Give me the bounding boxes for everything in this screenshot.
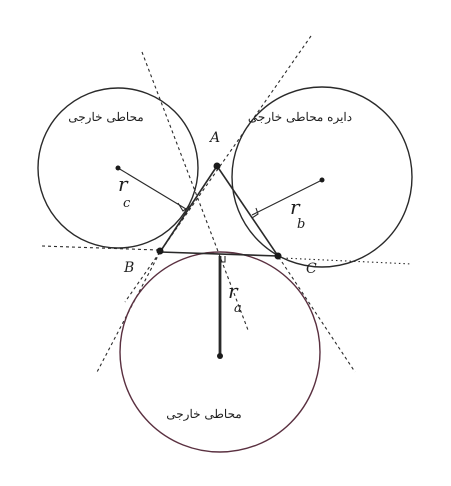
right-excircle-caption: دایره محاطی خارجی xyxy=(248,110,352,124)
side-bc xyxy=(159,251,279,257)
radius-ra-subscript: a xyxy=(234,301,242,316)
radius-rc-subscript: c xyxy=(123,196,131,211)
vertex-a-point xyxy=(213,162,221,170)
line-bc-extended xyxy=(41,245,159,251)
side-ab xyxy=(159,165,218,253)
vertex-b-label: B xyxy=(123,260,134,276)
right-angle-mark-bottom xyxy=(220,256,226,263)
radius-ra-symbol: r xyxy=(228,279,239,303)
excenter-right-point xyxy=(319,177,325,183)
excircle-bottom xyxy=(119,251,321,453)
vertex-c-label: C xyxy=(306,261,317,277)
line-ac-lower-extension xyxy=(271,246,356,373)
bottom-excircle-caption: محاطی خارجی xyxy=(166,407,242,421)
vertex-a-label: A xyxy=(208,130,220,146)
right-angle-mark-right xyxy=(251,207,259,219)
vertex-b-point xyxy=(156,247,164,255)
excircle-left xyxy=(37,87,199,249)
radius-rb-segment xyxy=(251,179,323,216)
radius-rb-subscript: b xyxy=(297,217,305,232)
line-bc-extended-right xyxy=(281,257,413,265)
left-excircle-caption: محاطی خارجی xyxy=(68,110,144,124)
vertex-c-point xyxy=(274,252,282,260)
right-angle-mark-left xyxy=(177,202,191,212)
radius-rb-symbol: r xyxy=(290,195,301,219)
excenter-bottom-point xyxy=(217,353,223,359)
radius-rc-symbol: r xyxy=(118,172,129,196)
line-ab-extended xyxy=(141,51,249,331)
side-ac xyxy=(216,165,279,257)
radius-rc-segment xyxy=(117,167,187,210)
excenter-left-point xyxy=(115,165,121,171)
excircle-right xyxy=(231,86,413,268)
